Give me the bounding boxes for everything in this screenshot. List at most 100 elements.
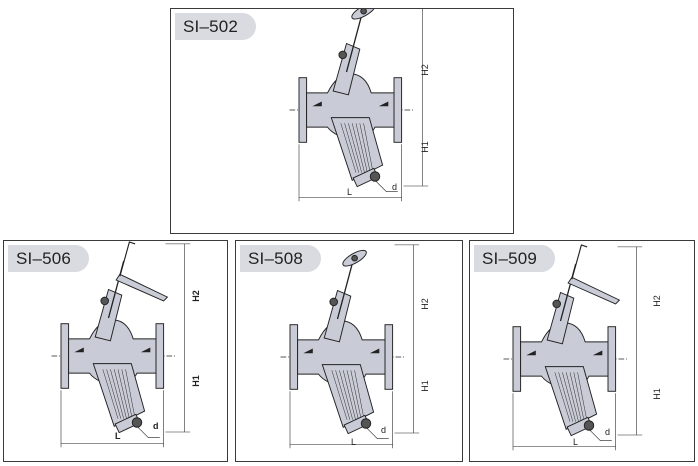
screen-line <box>577 372 588 422</box>
inlet-flange <box>60 323 70 389</box>
flow-arrow <box>592 350 603 356</box>
handwheel-nut <box>351 254 358 262</box>
flow-arrow <box>74 347 84 353</box>
inlet-flange <box>512 326 522 392</box>
screen-line <box>359 123 371 173</box>
bonnet-bolt <box>552 299 561 309</box>
panel-si-508: SI–508 H2 H1 L d <box>235 240 463 462</box>
stem <box>336 261 354 320</box>
screen-line <box>355 123 368 173</box>
drain-plug <box>369 171 381 182</box>
valve-drawing <box>289 9 429 202</box>
strainer-housing <box>544 366 598 430</box>
d-leader <box>365 427 389 439</box>
model-tag: SI–509 <box>474 245 556 272</box>
bonnet-bolt <box>100 296 109 306</box>
h1-label: H1 <box>651 388 662 400</box>
screen-line <box>102 369 119 419</box>
screen-line <box>554 372 571 422</box>
screen-line <box>335 370 351 420</box>
l-label: L <box>573 437 579 447</box>
lever-arm <box>571 244 588 280</box>
valve-drawing <box>280 244 420 449</box>
flow-arrow <box>312 101 322 107</box>
screen-line <box>348 123 362 173</box>
screen-line <box>113 369 127 419</box>
valve-body-group <box>503 244 643 451</box>
screen-line <box>346 370 359 420</box>
stem <box>345 14 363 73</box>
valve-drawing <box>51 241 191 448</box>
screen-line <box>342 370 356 420</box>
outlet-flange <box>155 323 165 389</box>
bonnet <box>546 291 575 345</box>
model-tag: SI–508 <box>240 245 322 272</box>
valve-body-group <box>289 9 429 202</box>
strainer-housing <box>330 117 384 181</box>
panel-si-502: SI–502 H2 H1 L d <box>170 8 514 234</box>
d-label: d <box>381 425 387 435</box>
bonnet <box>332 42 361 96</box>
panel-si-509: SI–509 H2 H1 L d <box>469 240 695 462</box>
panel-si-506: SI–506 H2 H1 L d <box>3 240 228 462</box>
bonnet <box>94 288 123 342</box>
d-label: d <box>605 427 611 437</box>
flow-arrow <box>140 347 151 353</box>
screen-line <box>569 372 582 422</box>
h1-label: H1 <box>419 380 430 392</box>
outlet-flange <box>384 324 394 390</box>
outlet-flange <box>607 326 617 392</box>
d-label: d <box>392 182 398 192</box>
screen-line <box>558 372 574 422</box>
screen-line <box>354 370 365 420</box>
screen-line <box>339 370 353 420</box>
lever-handle <box>567 276 621 305</box>
screen-line <box>562 372 576 422</box>
valve-body-group <box>280 244 420 449</box>
d-leader <box>588 429 612 441</box>
drain-plug <box>583 420 595 431</box>
bonnet-bolt <box>329 297 338 307</box>
screen-line <box>125 369 136 419</box>
screen-line <box>344 123 360 173</box>
h2-label: H2 <box>651 295 662 307</box>
inlet-flange <box>289 324 299 390</box>
h2-label: H2 <box>419 298 430 310</box>
drain-plug <box>360 418 372 429</box>
h1-label: H1 <box>190 375 201 387</box>
drain-plug <box>131 417 143 428</box>
strainer-housing <box>321 364 375 428</box>
screen-line <box>573 372 585 422</box>
screen-line <box>565 372 579 422</box>
d-label: d <box>153 421 159 431</box>
flow-arrow <box>369 348 380 354</box>
valve-body-group <box>51 241 191 448</box>
lever-arm <box>119 241 136 277</box>
model-tag: SI–506 <box>8 245 90 272</box>
handwheel-nut <box>360 9 367 15</box>
screen-line <box>110 369 124 419</box>
l-label: L <box>351 437 357 447</box>
flow-arrow <box>303 348 313 354</box>
flow-arrow <box>526 350 536 356</box>
inlet-flange <box>298 77 308 143</box>
strainer-housing <box>92 363 146 427</box>
bonnet-bolt <box>338 50 347 60</box>
screen-line <box>363 123 374 173</box>
screen-line <box>350 370 362 420</box>
l-label: L <box>347 187 353 197</box>
bonnet <box>323 289 352 343</box>
model-tag: SI–502 <box>175 13 257 40</box>
screen-line <box>351 123 365 173</box>
lever-handle <box>115 273 169 302</box>
screen-line <box>121 369 133 419</box>
screen-line <box>106 369 122 419</box>
h2-label: H2 <box>190 290 201 302</box>
outlet-flange <box>393 77 403 143</box>
h1-label: H1 <box>419 141 430 153</box>
h2-label: H2 <box>419 64 430 76</box>
d-leader <box>136 426 160 438</box>
screen-line <box>331 370 348 420</box>
l-label: L <box>115 431 121 441</box>
screen-line <box>117 369 130 419</box>
